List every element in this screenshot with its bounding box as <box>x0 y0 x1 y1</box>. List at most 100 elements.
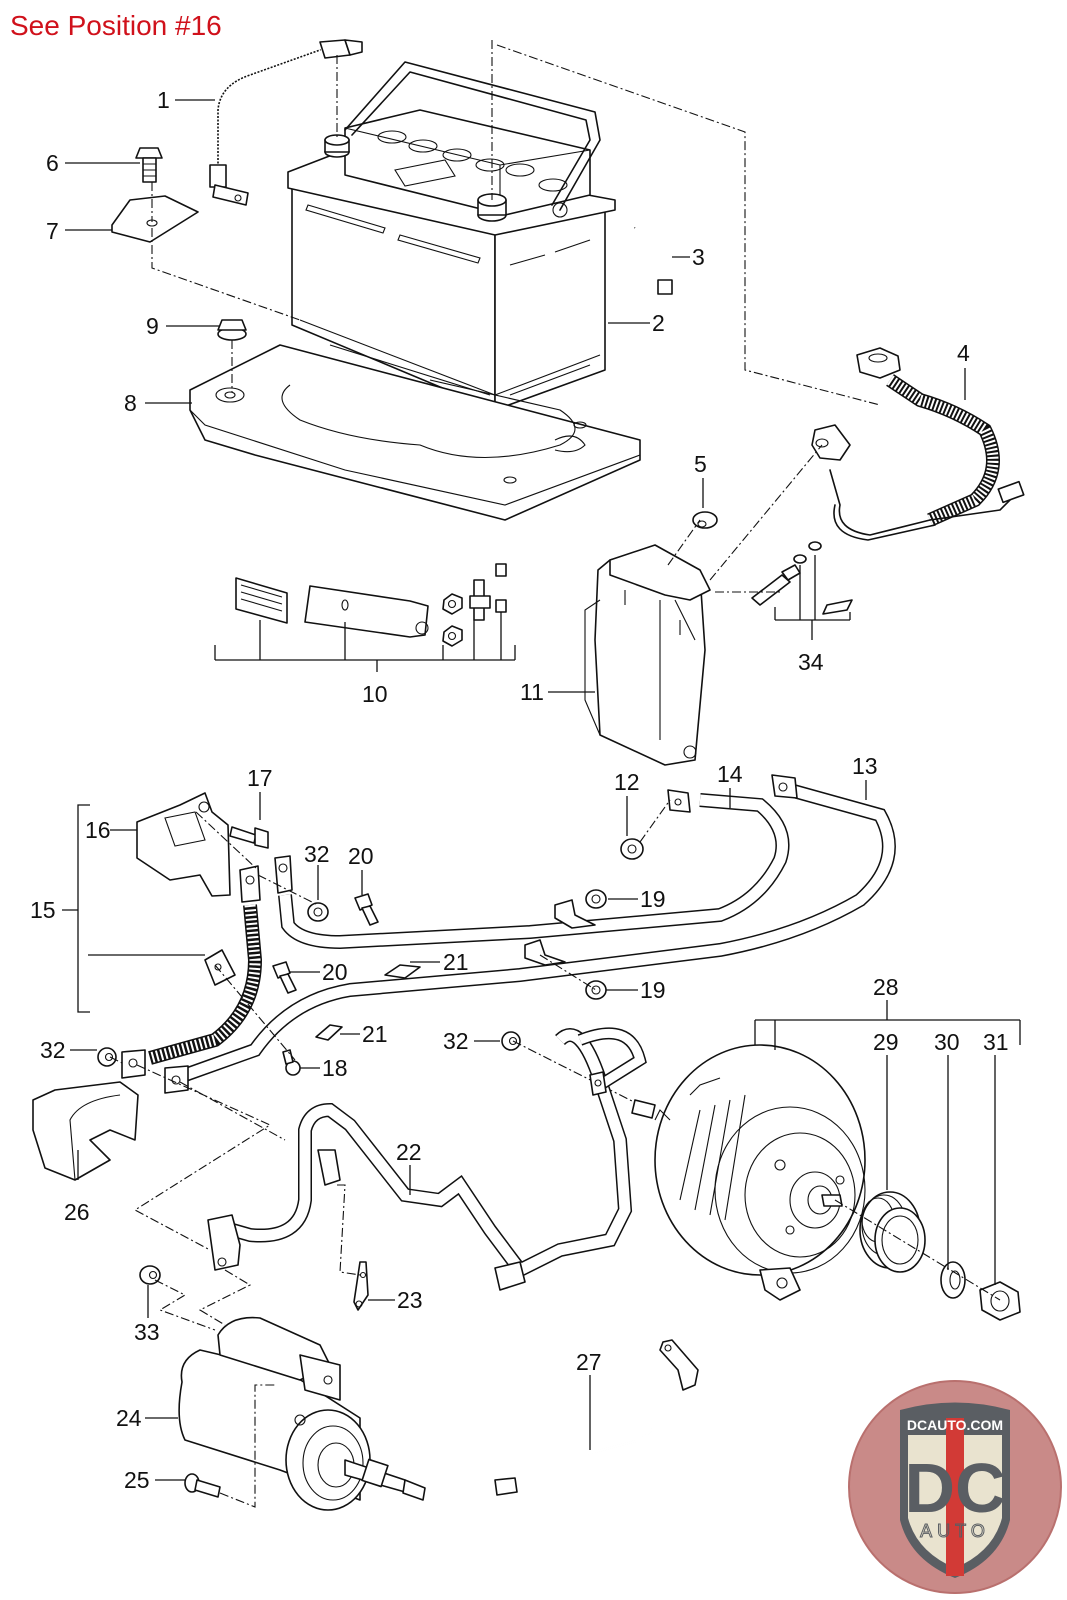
bolt[interactable] <box>354 893 379 926</box>
protective-boot[interactable] <box>32 1081 139 1181</box>
starter-wire-harness[interactable] <box>207 1027 647 1291</box>
callout-4: 4 <box>957 340 970 366</box>
callout-24: 24 <box>116 1405 142 1431</box>
callout-32a: 32 <box>304 841 330 867</box>
positive-battery-cable[interactable] <box>811 347 1025 541</box>
assembly-line <box>496 44 881 406</box>
assembly-line <box>257 874 319 906</box>
callout-1: 1 <box>157 87 170 113</box>
bolt[interactable] <box>272 961 297 994</box>
callout-19b: 19 <box>640 977 666 1003</box>
assembly-line <box>195 811 259 871</box>
callout-10: 10 <box>362 681 388 707</box>
callout-11: 11 <box>520 679 544 705</box>
tray-nut[interactable] <box>217 319 247 341</box>
screw[interactable] <box>282 1049 301 1076</box>
battery-cable-harness[interactable] <box>121 774 896 1094</box>
logo-main-text: DC <box>904 1449 1005 1527</box>
callout-32c: 32 <box>443 1028 469 1054</box>
lock-washer[interactable] <box>940 1261 966 1299</box>
callout-30: 30 <box>934 1029 960 1055</box>
nut[interactable] <box>307 902 329 922</box>
callout-20a: 20 <box>348 843 374 869</box>
callout-16: 16 <box>85 817 111 843</box>
callout-26: 26 <box>64 1199 90 1225</box>
assembly-line <box>709 444 823 581</box>
callout-31: 31 <box>983 1029 1009 1055</box>
callout-5: 5 <box>694 451 707 477</box>
nut[interactable] <box>97 1047 117 1067</box>
terminal-kit[interactable] <box>235 563 507 647</box>
callout-3: 3 <box>692 244 705 270</box>
grommet[interactable] <box>692 511 718 529</box>
callout-32b: 32 <box>40 1037 66 1063</box>
assembly-line <box>109 1056 123 1064</box>
starter-motor[interactable] <box>178 1316 426 1511</box>
dcauto-logo[interactable]: DCAUTO.COM DC AUTO <box>848 1380 1062 1594</box>
bolt[interactable] <box>229 826 269 849</box>
pulley-nut[interactable] <box>979 1281 1021 1321</box>
callout-numbers: 1 2 3 4 5 6 7 8 9 10 11 12 13 14 15 16 1… <box>30 87 1009 1493</box>
battery-tray[interactable] <box>189 344 641 521</box>
nut[interactable] <box>585 889 607 909</box>
logo-top-text: DCAUTO.COM <box>907 1417 1003 1433</box>
assembly-line <box>151 228 301 321</box>
assembly-line <box>639 799 671 843</box>
callout-12: 12 <box>614 769 640 795</box>
callout-20b: 20 <box>322 959 348 985</box>
logo-sub-text: AUTO <box>920 1521 990 1541</box>
callout-7: 7 <box>46 218 59 244</box>
ground-cable[interactable] <box>209 39 363 206</box>
callout-21a: 21 <box>443 949 469 975</box>
callout-9: 9 <box>146 313 159 339</box>
stud-set[interactable] <box>751 541 853 615</box>
callout-22: 22 <box>396 1139 422 1165</box>
callout-18: 18 <box>322 1055 348 1081</box>
callout-leaders <box>62 99 1021 1481</box>
alternator[interactable] <box>631 1044 866 1301</box>
vent-elbow[interactable] <box>631 223 673 295</box>
assembly-line <box>834 1199 1001 1301</box>
assembly-line <box>219 1384 275 1508</box>
cable-clip[interactable] <box>384 964 421 979</box>
callout-29: 29 <box>873 1029 899 1055</box>
callout-13: 13 <box>852 753 878 779</box>
callout-28: 28 <box>873 974 899 1000</box>
nut[interactable] <box>585 980 607 1000</box>
clamp[interactable] <box>111 195 199 243</box>
callout-34: 34 <box>798 649 824 675</box>
callout-2: 2 <box>652 310 665 336</box>
bolt[interactable] <box>135 147 163 183</box>
assembly-line <box>512 1040 641 1106</box>
assembly-line <box>179 1081 286 1141</box>
nut[interactable] <box>620 838 644 860</box>
assembly-line <box>198 1269 252 1326</box>
harness-bracket[interactable] <box>353 1261 369 1311</box>
battery[interactable] <box>287 61 616 411</box>
callout-21b: 21 <box>362 1021 388 1047</box>
callout-8: 8 <box>124 390 137 416</box>
assembly-line <box>154 1279 216 1331</box>
nut[interactable] <box>501 1031 521 1051</box>
assembly-line <box>539 954 597 991</box>
assembly-line <box>337 1184 361 1276</box>
ground-strap[interactable] <box>494 1339 699 1496</box>
cable-clip[interactable] <box>315 1024 343 1041</box>
nut[interactable] <box>139 1265 161 1285</box>
callout-15: 15 <box>30 897 56 923</box>
callout-14: 14 <box>717 761 743 787</box>
assembly-line <box>133 1064 272 1251</box>
callout-33: 33 <box>134 1319 160 1345</box>
callout-25: 25 <box>124 1467 150 1493</box>
callout-17: 17 <box>247 765 273 791</box>
bolt[interactable] <box>184 1473 221 1498</box>
callout-6: 6 <box>46 150 59 176</box>
callout-19a: 19 <box>640 886 666 912</box>
callout-23: 23 <box>397 1287 423 1313</box>
callout-27: 27 <box>576 1349 602 1375</box>
assembly-line <box>214 964 296 1061</box>
pulley[interactable] <box>859 1191 926 1273</box>
see-position-note: See Position #16 <box>10 10 222 41</box>
fuse-box[interactable] <box>584 544 711 766</box>
